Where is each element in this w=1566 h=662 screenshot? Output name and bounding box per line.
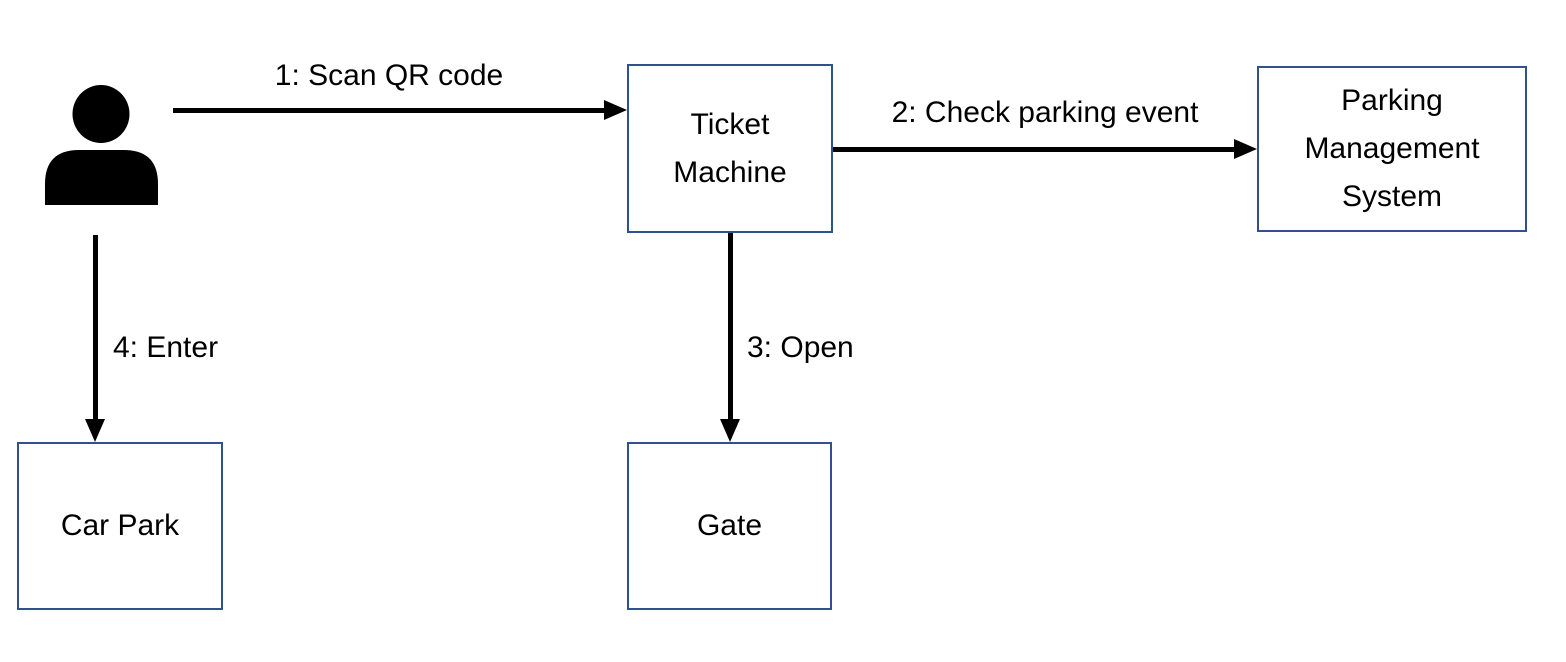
edge-label-open: 3: Open [747, 331, 854, 364]
arrow-check-parking-event-head-icon [1234, 139, 1257, 159]
arrow-scan-qr-head-icon [604, 100, 627, 120]
edge-label-scan-qr: 1: Scan QR code [274, 59, 504, 92]
node-car-park-label: Car Park [60, 509, 180, 542]
person-icon [45, 85, 158, 205]
node-parking-management-system: Parking Management System [1257, 66, 1527, 232]
arrow-enter-head-icon [85, 419, 105, 442]
arrow-open-head-icon [720, 419, 740, 442]
person-actor-icon [45, 85, 158, 206]
arrow-open-line [728, 233, 733, 421]
node-parking-management-system-label: Parking Management System [1304, 84, 1480, 213]
node-car-park: Car Park [17, 442, 223, 610]
arrow-enter-line [93, 235, 98, 421]
node-ticket-machine-label: Ticket Machine [673, 107, 787, 189]
node-ticket-machine: Ticket Machine [627, 64, 833, 233]
arrow-scan-qr-line [173, 108, 605, 113]
edge-label-check-parking-event: 2: Check parking event [891, 96, 1199, 129]
edge-label-enter: 4: Enter [113, 331, 219, 364]
arrow-check-parking-event-line [833, 147, 1235, 152]
node-gate-label: Gate [696, 509, 763, 542]
node-gate: Gate [627, 442, 832, 610]
